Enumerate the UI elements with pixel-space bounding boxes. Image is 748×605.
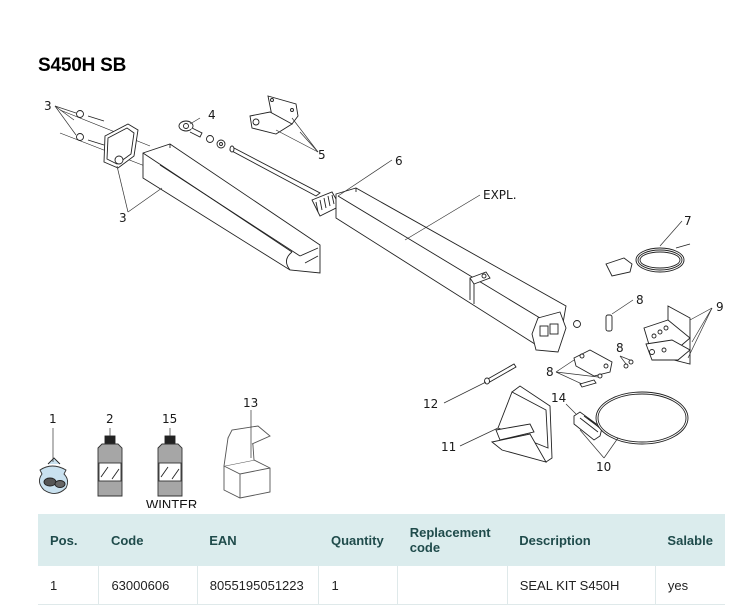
part-3-end-cap [103,123,139,169]
callout-2: 2 [106,412,114,426]
callout-3-tube: 3 [119,211,127,225]
cell-salable: yes [654,566,725,605]
cell-quantity: 1 [318,566,398,605]
callout-13: 13 [243,396,258,410]
part-12-pin [484,363,517,385]
cell-description: SEAL KIT S450H [506,566,656,605]
header-pos: Pos. [38,514,99,566]
exploded-parts-diagram: 3 3 4 5 6 EXPL. 7 8 9 8 8 12 14 11 10 1 … [0,88,748,508]
callout-7: 7 [684,214,692,228]
part-5-bracket [249,95,299,135]
part-15-winter-oil-bottle [157,435,183,497]
callout-expl: EXPL. [483,188,517,202]
cell-ean: 8055195051223 [196,566,319,605]
part-11-wall-bracket [490,385,553,463]
cell-replacement-code [397,566,508,605]
part-4-rod-eye [178,120,226,149]
callout-4: 4 [208,108,216,122]
part-8-fittings [573,314,634,388]
header-replacement-line1: Replacement [409,525,491,540]
part-13-box [223,425,271,499]
callout-11: 11 [441,440,456,454]
header-salable: Salable [655,514,725,566]
callout-5: 5 [318,148,326,162]
callout-12: 12 [423,397,438,411]
callout-9: 9 [716,300,724,314]
table-row: 1 63000606 8055195051223 1 SEAL KIT S450… [38,566,725,605]
part-1-seal-kit-bag [39,457,69,494]
callout-10: 10 [596,460,611,474]
callout-8-left: 8 [546,365,554,379]
winter-label: WINTER [146,497,197,508]
actuator-body [335,187,567,353]
header-quantity: Quantity [318,514,398,566]
part-7-cable [605,243,691,277]
part-9-rear-bracket [643,305,691,365]
callout-1: 1 [49,412,57,426]
header-ean: EAN [197,514,319,566]
cell-code: 63000606 [98,566,198,605]
page-title: S450H SB [38,55,127,76]
part-2-oil-bottle [97,435,123,497]
callout-8-top: 8 [636,293,644,307]
callout-3: 3 [44,99,52,113]
header-description: Description [507,514,656,566]
part-6-piston-rod [229,145,341,217]
callout-6: 6 [395,154,403,168]
callout-14: 14 [551,391,566,405]
header-code: Code [98,514,198,566]
leader-lines [52,105,713,462]
part-3-outer-tube [142,143,321,274]
callout-8-right: 8 [616,341,624,355]
header-replacement-line2: code [409,540,441,555]
callout-15: 15 [162,412,177,426]
cell-pos: 1 [38,566,99,605]
part-10-sensor-cable [573,391,689,445]
